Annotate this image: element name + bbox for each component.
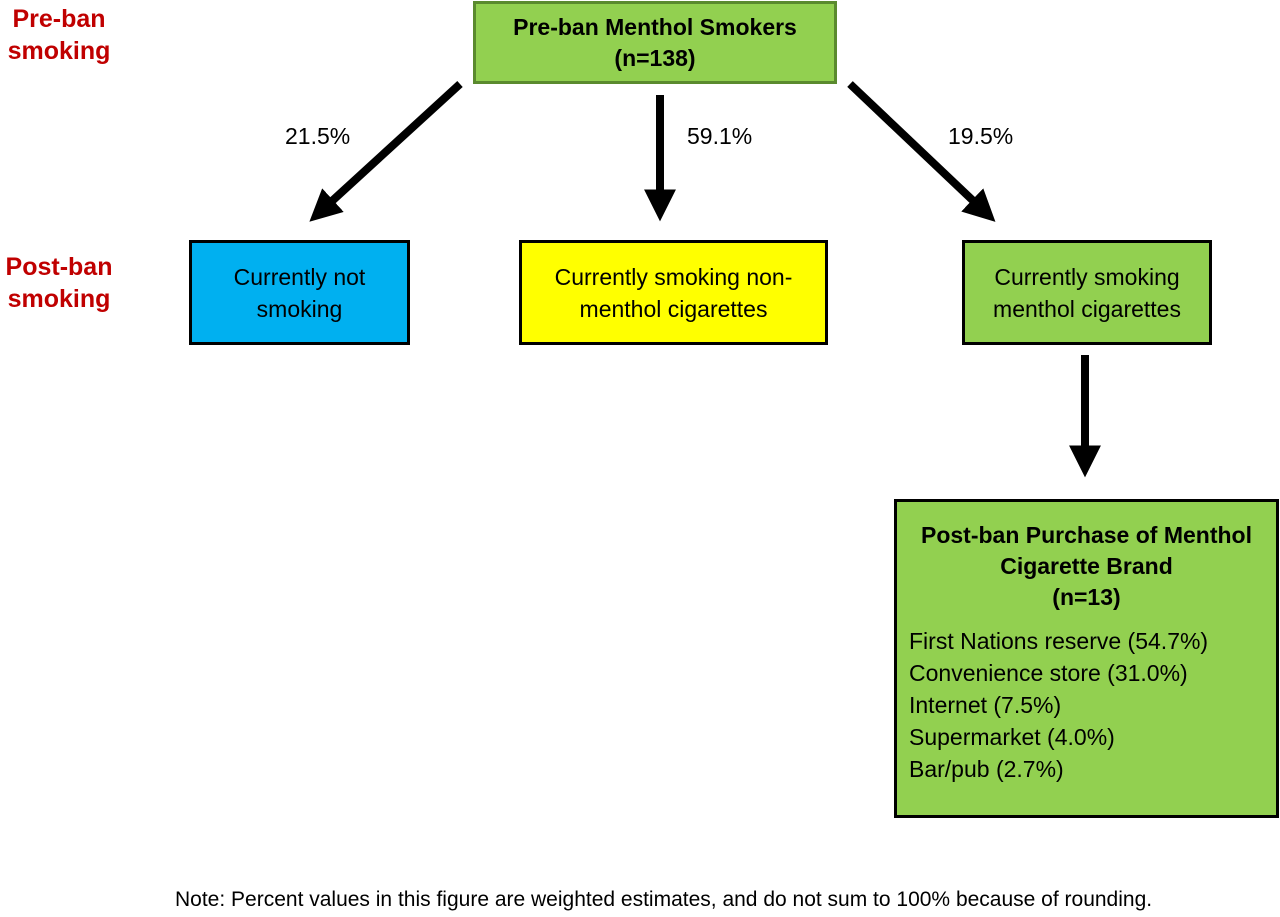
outlet-item: First Nations reserve (54.7%) [909, 628, 1209, 654]
non-menthol-label: Currently smoking non-menthol cigarettes [554, 263, 793, 322]
menthol-box: Currently smoking menthol cigarettes [962, 240, 1212, 345]
outlet-list: First Nations reserve (54.7%) Convenienc… [897, 625, 1276, 785]
outlet-item: Convenience store (31.0%) [909, 660, 1188, 686]
post-ban-purchase-box: Post-ban Purchase of Menthol Cigarette B… [894, 499, 1279, 818]
percent-non-menthol: 59.1% [687, 123, 753, 149]
pre-ban-box-n: (n=138) [614, 44, 696, 71]
not-smoking-label: Currently not smoking [233, 263, 366, 322]
purchase-box-n: (n=13) [1052, 584, 1121, 610]
currently-not-smoking-box: Currently not smoking [189, 240, 410, 345]
purchase-box-title: Post-ban Purchase of Menthol Cigarette B… [921, 522, 1252, 579]
percent-menthol: 19.5% [948, 123, 1014, 149]
pre-ban-box-title: Pre-ban Menthol Smokers [513, 13, 797, 40]
menthol-label: Currently smoking menthol cigarettes [993, 263, 1181, 322]
pre-ban-row-label: Pre-ban smoking [7, 5, 111, 65]
pre-ban-menthol-smokers-box: Pre-ban Menthol Smokers (n=138) [473, 1, 837, 84]
non-menthol-box: Currently smoking non-menthol cigarettes [519, 240, 828, 345]
outlet-item: Internet (7.5%) [909, 692, 1062, 718]
arrow-to-menthol [847, 81, 996, 222]
outlet-item: Bar/pub (2.7%) [909, 756, 1064, 782]
footnote: Note: Percent values in this figure are … [175, 888, 1153, 911]
arrow-to-not-smoking [309, 81, 463, 222]
post-ban-row-label: Post-ban smoking [5, 253, 113, 313]
outlet-item: Supermarket (4.0%) [909, 724, 1115, 750]
percent-not-smoking: 21.5% [285, 123, 351, 149]
